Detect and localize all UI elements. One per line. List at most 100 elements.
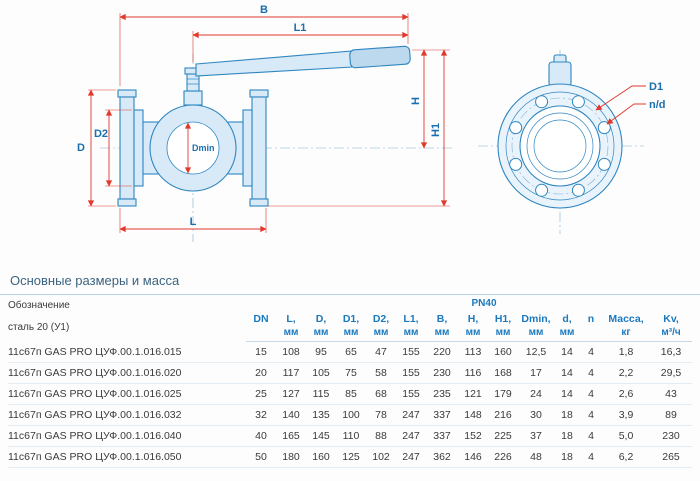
row-value: 247 (396, 446, 426, 468)
row-value: 100 (336, 404, 366, 426)
valve-side-view: B L1 H H1 D D2 Dmin (77, 4, 452, 242)
bonnet (183, 90, 203, 106)
row-value: 115 (306, 383, 336, 405)
row-value: 88 (366, 425, 396, 447)
section-title: Основные размеры и масса (0, 268, 700, 295)
row-value: 160 (488, 341, 518, 363)
row-value: 102 (366, 446, 396, 468)
row-value: 16,3 (650, 341, 693, 363)
dim-label-l: L (190, 216, 197, 228)
row-value: 48 (518, 446, 554, 468)
column-unit: мм (366, 326, 396, 342)
row-value: 362 (426, 446, 458, 468)
row-value: 43 (650, 383, 693, 405)
column-unit: мм (488, 326, 518, 342)
column-unit: мм (554, 326, 580, 342)
row-value: 117 (276, 362, 306, 384)
column-unit: мм (336, 326, 366, 342)
row-value: 6,2 (602, 446, 650, 468)
row-value: 5,0 (602, 425, 650, 447)
left-flange (119, 96, 135, 200)
dim-label-h1: H1 (430, 123, 442, 137)
row-value: 18 (554, 425, 580, 447)
row-value: 95 (306, 341, 336, 363)
left-flange-top-tab (117, 89, 137, 98)
dim-label-l1: L1 (294, 22, 307, 34)
row-value: 78 (366, 404, 396, 426)
row-value: 146 (458, 446, 488, 468)
row-value: 113 (458, 341, 488, 363)
row-value: 337 (426, 425, 458, 447)
row-value: 47 (366, 341, 396, 363)
row-value: 75 (336, 362, 366, 384)
column-header: Dmin, (521, 313, 551, 325)
designation-header: Обозначение сталь 20 (У1) (8, 297, 246, 342)
row-value: 4 (580, 341, 602, 363)
row-value: 14 (554, 362, 580, 384)
handle-lever (195, 50, 353, 77)
row-value: 12,5 (518, 341, 554, 363)
row-value: 2,6 (602, 383, 650, 405)
row-value: 18 (554, 446, 580, 468)
column-header: Kv, (663, 313, 679, 325)
row-value: 4 (580, 425, 602, 447)
handle-grip (349, 45, 411, 69)
column-header: H, (467, 313, 479, 325)
row-value: 155 (396, 362, 426, 384)
row-value: 29,5 (650, 362, 693, 384)
row-value: 18 (554, 404, 580, 426)
dn-spacer (246, 297, 276, 310)
pn40-header: PN40 (471, 298, 497, 309)
right-flange-top-tab (249, 89, 269, 98)
bolt-hole (509, 157, 523, 171)
row-value: 110 (336, 425, 366, 447)
left-hub (133, 109, 144, 187)
column-header: DN (253, 313, 269, 325)
column-unit: кг (602, 326, 650, 342)
front-stem (548, 61, 572, 87)
row-value: 152 (458, 425, 488, 447)
row-designation: 11с67п GAS PRO ЦУФ.00.1.016.015 (8, 341, 246, 363)
column-header: H1, (494, 313, 512, 325)
row-value: 337 (426, 404, 458, 426)
stem (186, 73, 200, 92)
dim-label-d1: D1 (649, 81, 663, 93)
row-value: 168 (488, 362, 518, 384)
row-value: 40 (246, 425, 276, 447)
row-value: 15 (246, 341, 276, 363)
row-value: 125 (336, 446, 366, 468)
row-value: 4 (580, 446, 602, 468)
row-value: 265 (650, 446, 693, 468)
column-unit: мм (276, 326, 306, 342)
row-value: 247 (396, 404, 426, 426)
row-value: 220 (426, 341, 458, 363)
row-value: 148 (458, 404, 488, 426)
row-value: 155 (396, 383, 426, 405)
row-value: 37 (518, 425, 554, 447)
row-value: 179 (488, 383, 518, 405)
row-value: 50 (246, 446, 276, 468)
column-unit (246, 326, 276, 342)
dim-label-h: H (410, 97, 422, 105)
bolt-hole (509, 121, 523, 135)
valve-bore (166, 121, 220, 175)
row-value: 17 (518, 362, 554, 384)
leader-d1 (595, 85, 646, 111)
row-designation: 11с67п GAS PRO ЦУФ.00.1.016.040 (8, 425, 246, 447)
row-value: 65 (336, 341, 366, 363)
bolt-hole (571, 95, 585, 109)
row-value: 247 (396, 425, 426, 447)
dim-label-nd: n/d (649, 99, 666, 111)
row-value: 4 (580, 404, 602, 426)
row-value: 20 (246, 362, 276, 384)
dim-label-d2: D2 (94, 128, 108, 140)
raised-face-circle (505, 91, 615, 201)
